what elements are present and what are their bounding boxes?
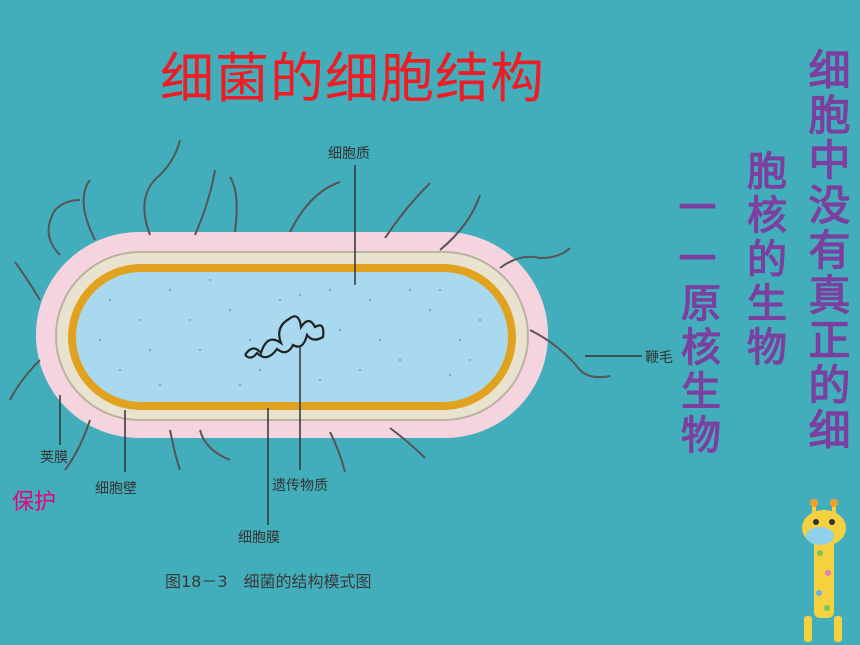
cytoplasm-area	[76, 272, 508, 402]
flagella	[9, 139, 611, 473]
label-cytoplasm: 细胞质	[328, 146, 370, 162]
diagram-caption: 图18－3 细菌的结构模式图	[165, 572, 372, 591]
label-cell-membrane: 细胞膜	[238, 530, 280, 546]
leader-lines	[59, 165, 642, 525]
cytoplasm-dots	[98, 278, 482, 387]
label-flagellum: 鞭毛	[645, 350, 673, 366]
genetic-material-shape	[244, 315, 325, 359]
side-text-column-2: 胞核的生物	[740, 150, 787, 370]
label-cell-wall: 细胞壁	[95, 481, 137, 497]
side-text-column-3: ——原核生物	[674, 180, 721, 458]
giraffe-icon	[802, 499, 846, 642]
label-capsule: 荚膜	[40, 449, 68, 466]
slide-title: 细菌的细胞结构	[160, 47, 545, 110]
protect-note: 保护	[12, 490, 57, 515]
side-text-column-1: 细胞中没有真正的细	[802, 48, 851, 453]
label-genetic-material: 遗传物质	[272, 478, 328, 494]
